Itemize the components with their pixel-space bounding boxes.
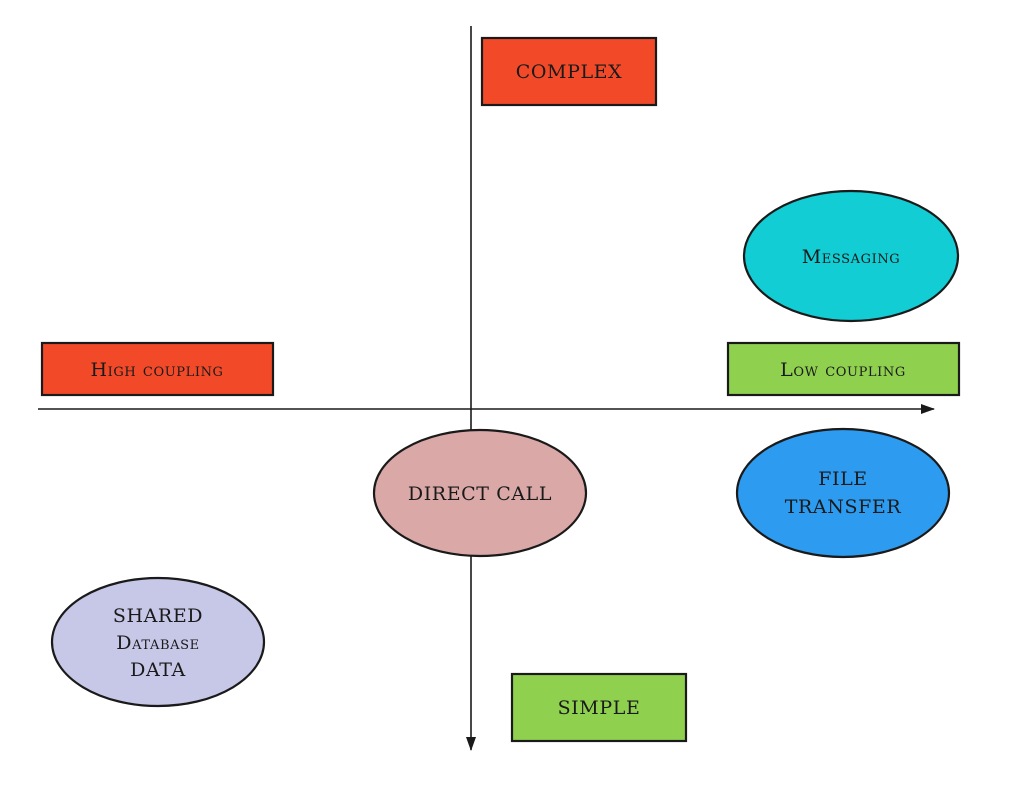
complex-label: COMPLEX xyxy=(516,61,623,83)
high-coupling-box-bg xyxy=(40,341,275,397)
messaging-label: Messaging xyxy=(802,246,901,268)
high-coupling-box: High coupling xyxy=(40,341,275,397)
simple-label: SIMPLE xyxy=(558,697,641,719)
file-transfer-node: FILE TRANSFER xyxy=(735,427,951,559)
file-transfer-ellipse xyxy=(735,427,951,559)
shared-database-node: SHARED Database DATA xyxy=(50,576,266,708)
file-transfer-label-line2: TRANSFER xyxy=(785,496,902,518)
complex-box-bg xyxy=(480,36,658,107)
complex-box: COMPLEX xyxy=(480,36,658,107)
shared-database-ellipse xyxy=(50,576,266,708)
direct-call-ellipse xyxy=(372,428,588,558)
simple-box: SIMPLE xyxy=(510,672,688,743)
direct-call-label: DIRECT CALL xyxy=(408,483,552,505)
simple-box-bg xyxy=(510,672,688,743)
messaging-ellipse xyxy=(742,189,960,323)
file-transfer-label-line1: FILE xyxy=(818,468,868,490)
direct-call-node: DIRECT CALL xyxy=(372,428,588,558)
high-coupling-label: High coupling xyxy=(90,359,223,381)
shared-database-label-line3: DATA xyxy=(130,659,186,681)
low-coupling-box-bg xyxy=(726,341,961,397)
shared-database-label-line1: SHARED xyxy=(113,605,203,627)
messaging-node: Messaging xyxy=(742,189,960,323)
low-coupling-box: Low coupling xyxy=(726,341,961,397)
shared-database-label-line2: Database xyxy=(116,632,199,654)
low-coupling-label: Low coupling xyxy=(780,359,906,381)
